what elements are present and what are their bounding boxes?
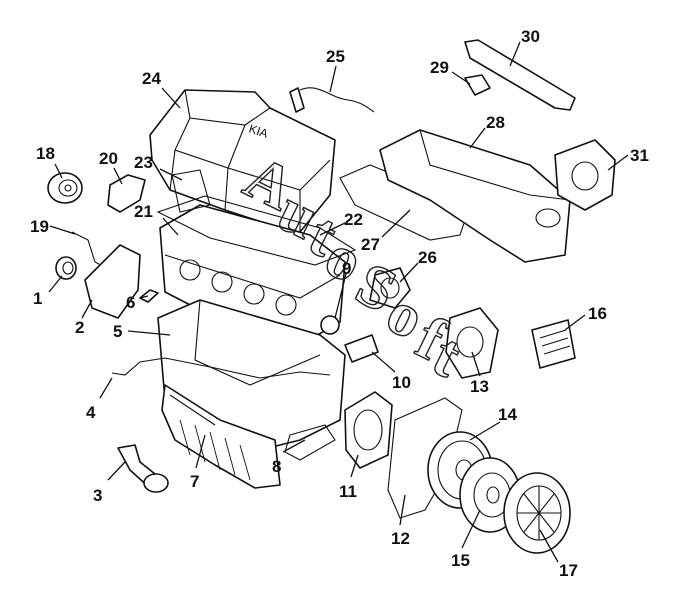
part-head-gasket (156, 195, 357, 266)
part-control-module (531, 319, 576, 369)
callout-31: 31 (630, 146, 649, 165)
callout-18: 18 (36, 144, 55, 163)
callout-28: 28 (486, 113, 505, 132)
part-oil-pump (84, 244, 141, 319)
callout-21: 21 (134, 202, 153, 221)
callout-13: 13 (470, 377, 489, 396)
part-oil-filler (117, 444, 169, 493)
callout-12: 12 (391, 529, 410, 548)
part-fuel-rail (464, 39, 576, 111)
part-pressure-plate (503, 472, 571, 554)
part-bracket (107, 174, 146, 213)
callout-16: 16 (588, 304, 607, 323)
callout-9: 9 (342, 259, 351, 278)
callout-8: 8 (272, 457, 281, 476)
callout-25: 25 (326, 47, 345, 66)
part-lower-bracket (284, 424, 336, 461)
part-sprocket (55, 256, 77, 280)
callout-23: 23 (134, 153, 153, 172)
callout-19: 19 (30, 217, 49, 236)
part-injector (464, 74, 491, 96)
part-pulley (47, 172, 83, 204)
callout-15: 15 (451, 551, 470, 570)
part-intake-manifold (379, 129, 571, 263)
callout-29: 29 (430, 58, 449, 77)
callout-11: 11 (339, 482, 357, 501)
part-thermostat-housing (369, 267, 411, 309)
part-dipstick-tube (111, 357, 331, 379)
part-sensor (289, 87, 375, 113)
part-seal-housing (344, 391, 393, 469)
part-starter (445, 307, 499, 379)
callout-10: 10 (392, 373, 411, 392)
callout-1: 1 (33, 289, 42, 308)
part-engine-cover: KIA (149, 89, 336, 233)
callout-labels: 1 2 3 4 5 6 7 8 9 10 11 12 13 14 15 16 1… (30, 27, 649, 580)
callout-14: 14 (498, 405, 517, 424)
callout-4: 4 (86, 403, 96, 422)
callout-17: 17 (559, 561, 578, 580)
callout-5: 5 (113, 322, 122, 341)
part-tensioner (320, 315, 379, 363)
part-throttle-body (554, 139, 616, 211)
callout-2: 2 (75, 318, 84, 337)
callout-6: 6 (126, 293, 135, 312)
callout-3: 3 (93, 486, 102, 505)
part-engine-block (157, 299, 346, 489)
callout-7: 7 (190, 472, 199, 491)
cover-embossing-text: KIA (247, 122, 270, 141)
callout-30: 30 (521, 27, 540, 46)
callout-24: 24 (142, 69, 161, 88)
callout-leaders (48, 41, 629, 563)
part-bolt (139, 289, 159, 303)
callout-22: 22 (344, 210, 363, 229)
callout-27: 27 (361, 235, 380, 254)
callout-20: 20 (99, 149, 118, 168)
callout-26: 26 (418, 248, 437, 267)
part-manifold-gasket (339, 164, 471, 241)
